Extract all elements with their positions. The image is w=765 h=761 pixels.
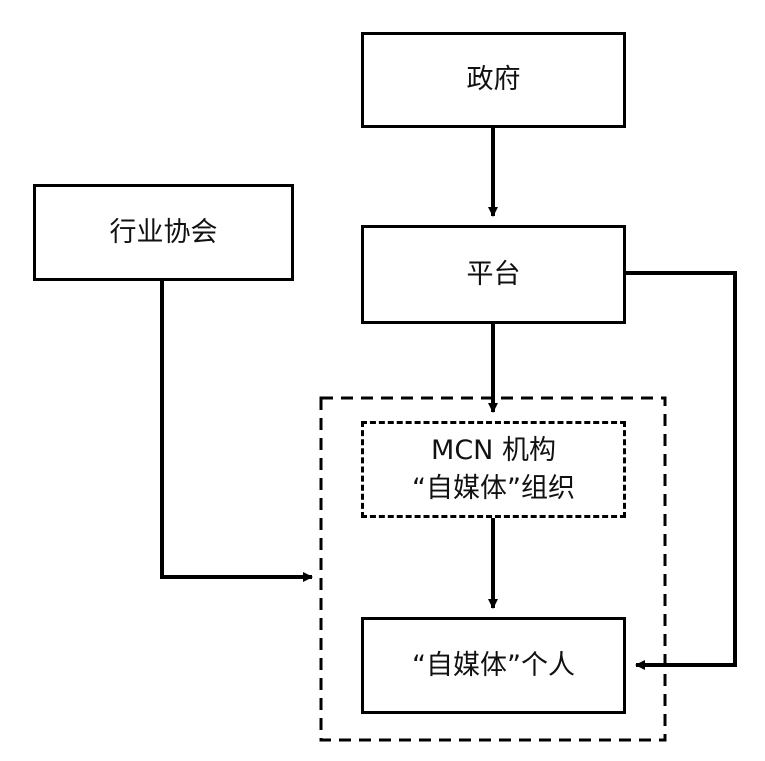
arrow-platform-to-individual [626,271,737,670]
self-media-individual-label: “自媒体”个人 [412,649,575,681]
mcn-label-line1: MCN 机构 [431,434,556,466]
government-box: 政府 [361,32,626,128]
industry-association-box: 行业协会 [33,184,294,281]
mcn-label-line2: “自媒体”组织 [412,472,575,504]
mcn-organization-box: MCN 机构 “自媒体”组织 [361,421,626,518]
arrow-association-to-group [160,281,313,582]
self-media-individual-box: “自媒体”个人 [361,617,626,714]
platform-label: 平台 [466,258,521,290]
platform-box: 平台 [361,225,626,324]
industry-association-label: 行业协会 [109,216,218,248]
government-label: 政府 [466,64,521,96]
